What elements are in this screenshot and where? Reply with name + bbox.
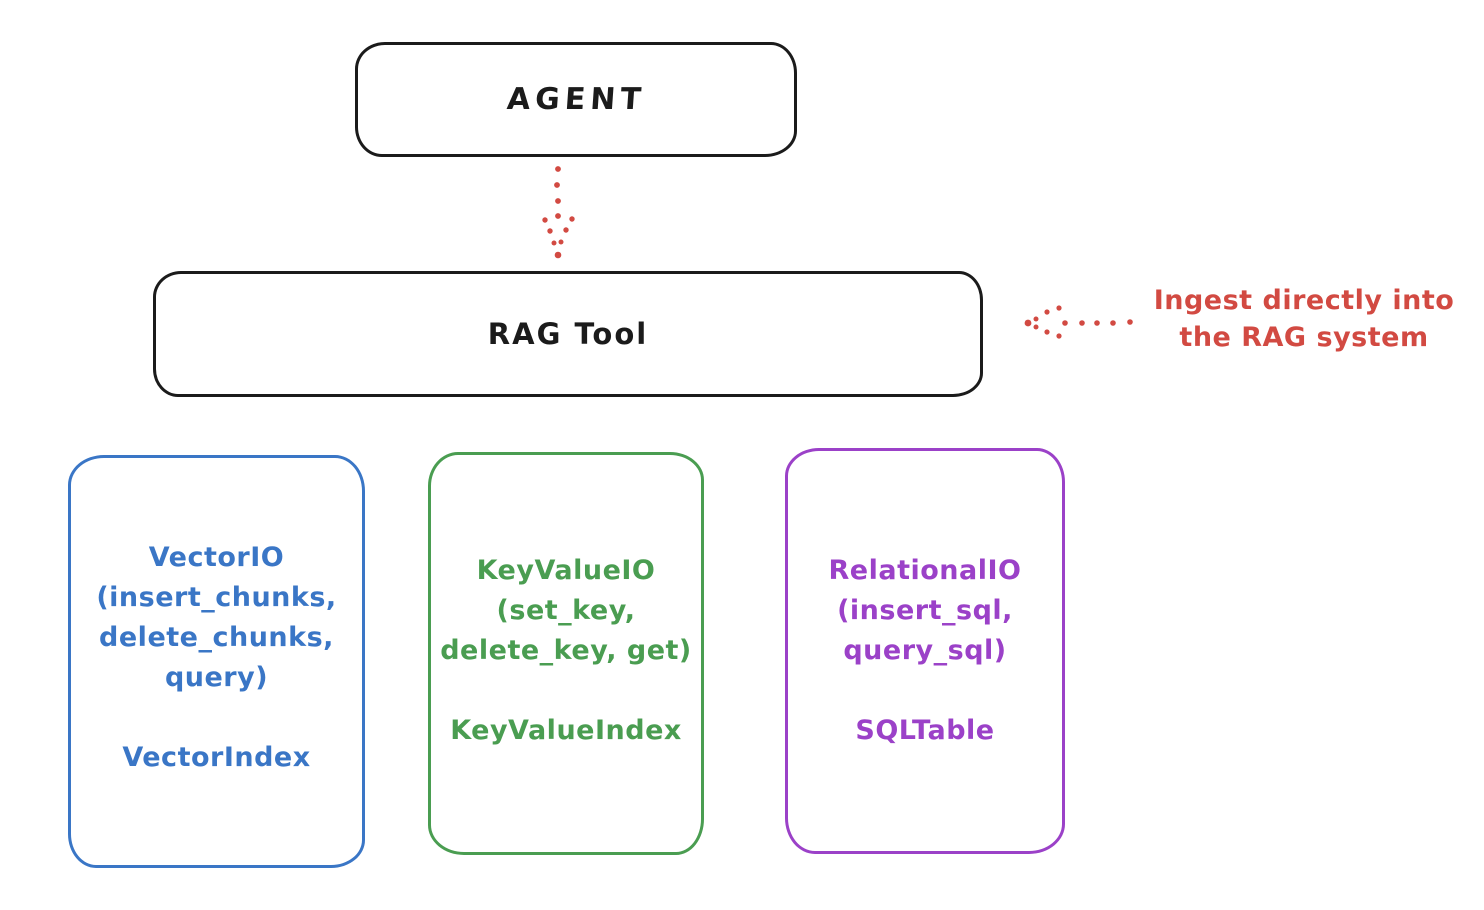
keyvalue-io-box: KeyValueIO (set_key, delete_key, get) Ke… [428, 452, 704, 855]
sql-table-label: SQLTable [855, 715, 995, 746]
relational-io-line: (insert_sql, [837, 595, 1013, 626]
rag-tool-node: RAG Tool [153, 271, 983, 397]
vector-io-line: delete_chunks, [99, 622, 334, 653]
keyvalue-index-label: KeyValueIndex [450, 715, 682, 746]
relational-io-line: query_sql) [843, 635, 1007, 666]
vector-io-line: query) [164, 662, 269, 693]
vector-io-line: VectorIO [148, 542, 285, 573]
annotation-text: Ingest directly into the RAG system [1128, 282, 1480, 356]
rag-tool-label: RAG Tool [487, 317, 649, 351]
annotation-line-2: the RAG system [1179, 322, 1429, 353]
agent-node: AGENT [355, 42, 797, 157]
relational-io-line: RelationalIO [828, 555, 1022, 586]
agent-label: AGENT [505, 82, 647, 117]
vector-io-line: (insert_chunks, [96, 582, 337, 613]
vector-index-label: VectorIndex [122, 742, 311, 773]
relational-io-box: RelationalIO (insert_sql, query_sql) SQL… [785, 448, 1065, 854]
annotation-line-1: Ingest directly into [1153, 285, 1455, 316]
dotted-arrow-down-icon [542, 166, 575, 259]
keyvalue-io-line: delete_key, get) [440, 635, 692, 666]
keyvalue-io-line: KeyValueIO [476, 555, 656, 586]
vector-io-box: VectorIO (insert_chunks, delete_chunks, … [68, 455, 365, 868]
dotted-arrow-left-icon [1024, 305, 1133, 339]
keyvalue-io-line: (set_key, [496, 595, 636, 626]
